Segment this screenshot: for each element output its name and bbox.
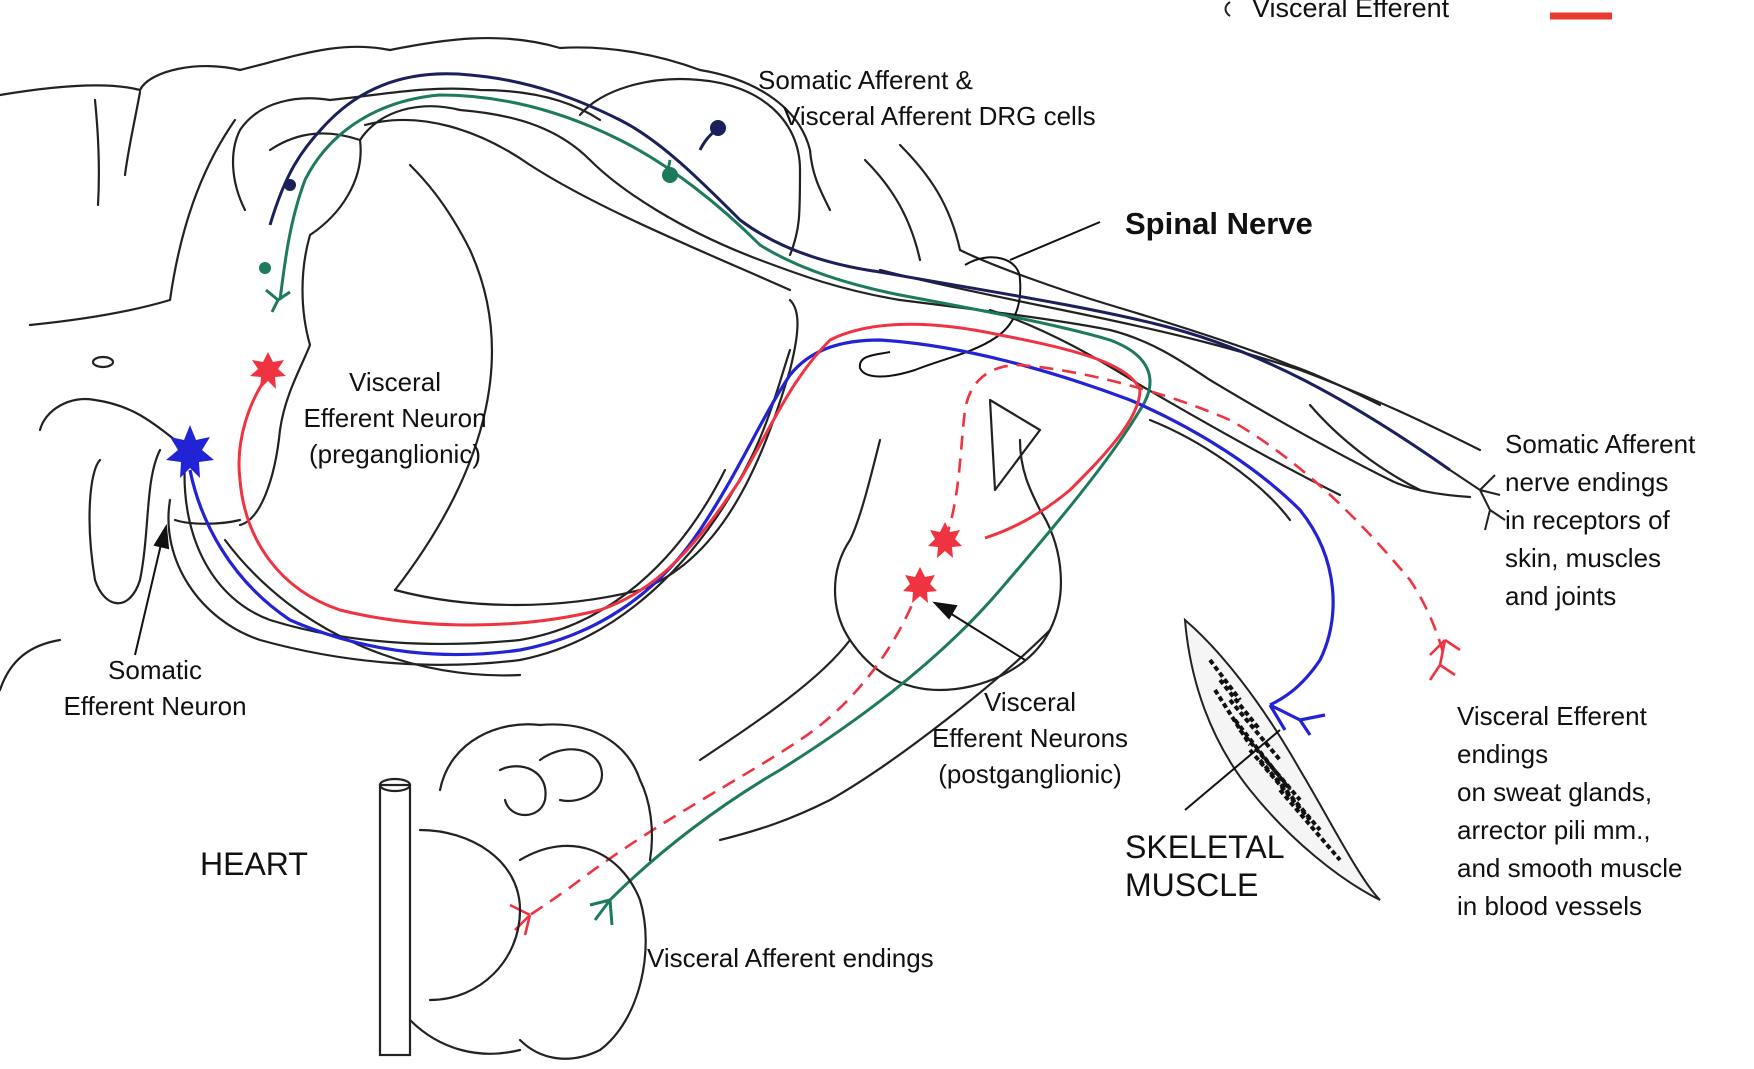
visceral-efferent-endings-line4: arrector pili mm., xyxy=(1457,814,1682,846)
spinal-nerve-pointer xyxy=(1010,222,1100,260)
postganglionic-label-line1: Visceral xyxy=(900,686,1160,718)
drg-label-line1: Somatic Afferent & xyxy=(758,64,973,96)
somatic-afferent-endings-line1: Somatic Afferent xyxy=(1505,428,1695,460)
visceral-efferent-endings-line2: endings xyxy=(1457,738,1682,770)
preganglionic-label-line2: Efferent Neuron xyxy=(270,402,520,434)
spinal-nerve-label: Spinal Nerve xyxy=(1125,208,1313,240)
visceral-efferent-endings-line6: in blood vessels xyxy=(1457,890,1682,922)
visceral-efferent-postganglionic-soma-2 xyxy=(903,567,937,603)
skeletal-muscle-label-line2: MUSCLE xyxy=(1125,866,1284,904)
visceral-afferent-endings-label: Visceral Afferent endings xyxy=(647,942,934,974)
visceral-efferent-sweat-gland-ending xyxy=(1430,640,1460,680)
visceral-efferent-endings-line1: Visceral Efferent xyxy=(1457,700,1682,732)
visceral-efferent-endings-label: Visceral Efferent endings on sweat gland… xyxy=(1457,700,1682,922)
preganglionic-label: Visceral Efferent Neuron (preganglionic) xyxy=(270,366,520,470)
heart-label: HEART xyxy=(200,845,308,883)
somatic-afferent-endings-line2: nerve endings xyxy=(1505,466,1695,498)
somatic-afferent-receptor-endings xyxy=(1450,470,1505,530)
visceral-afferent-drg-cell xyxy=(662,167,678,183)
visceral-afferent-ending xyxy=(590,900,612,925)
somatic-efferent-label-line2: Efferent Neuron xyxy=(25,690,285,722)
somatic-afferent-endings-label: Somatic Afferent nerve endings in recept… xyxy=(1505,428,1695,612)
visceral-efferent-endings-line3: on sweat glands, xyxy=(1457,776,1682,808)
somatic-afferent-drg-cell xyxy=(710,120,726,136)
somatic-efferent-arrow xyxy=(135,527,168,655)
preganglionic-label-line3: (preganglionic) xyxy=(270,438,520,470)
preganglionic-label-line1: Visceral xyxy=(270,366,520,398)
somatic-afferent-terminal xyxy=(284,179,296,191)
legend-bracket xyxy=(1226,2,1231,16)
drg-label-line2: Visceral Afferent DRG cells xyxy=(783,100,1096,132)
visceral-efferent-endings-line5: and smooth muscle xyxy=(1457,852,1682,884)
somatic-afferent-endings-line5: and joints xyxy=(1505,580,1695,612)
postganglionic-label: Visceral Efferent Neurons (postganglioni… xyxy=(900,686,1160,790)
somatic-efferent-label-line1: Somatic xyxy=(25,654,285,686)
visceral-efferent-postganglionic-soma-1 xyxy=(928,522,962,558)
skeletal-muscle-label-line1: SKELETAL xyxy=(1125,828,1284,866)
postganglionic-label-line3: (postganglionic) xyxy=(900,758,1160,790)
skeletal-muscle-label: SKELETAL MUSCLE xyxy=(1125,828,1284,904)
heart-illustration xyxy=(380,724,652,1058)
somatic-afferent-endings-line3: in receptors of xyxy=(1505,504,1695,536)
legend-visceral-efferent-label: Visceral Efferent xyxy=(1252,0,1449,24)
postganglionic-label-line2: Efferent Neurons xyxy=(900,722,1160,754)
somatic-efferent-label: Somatic Efferent Neuron xyxy=(25,654,285,722)
somatic-afferent-endings-line4: skin, muscles xyxy=(1505,542,1695,574)
visceral-afferent-terminal xyxy=(259,262,271,274)
